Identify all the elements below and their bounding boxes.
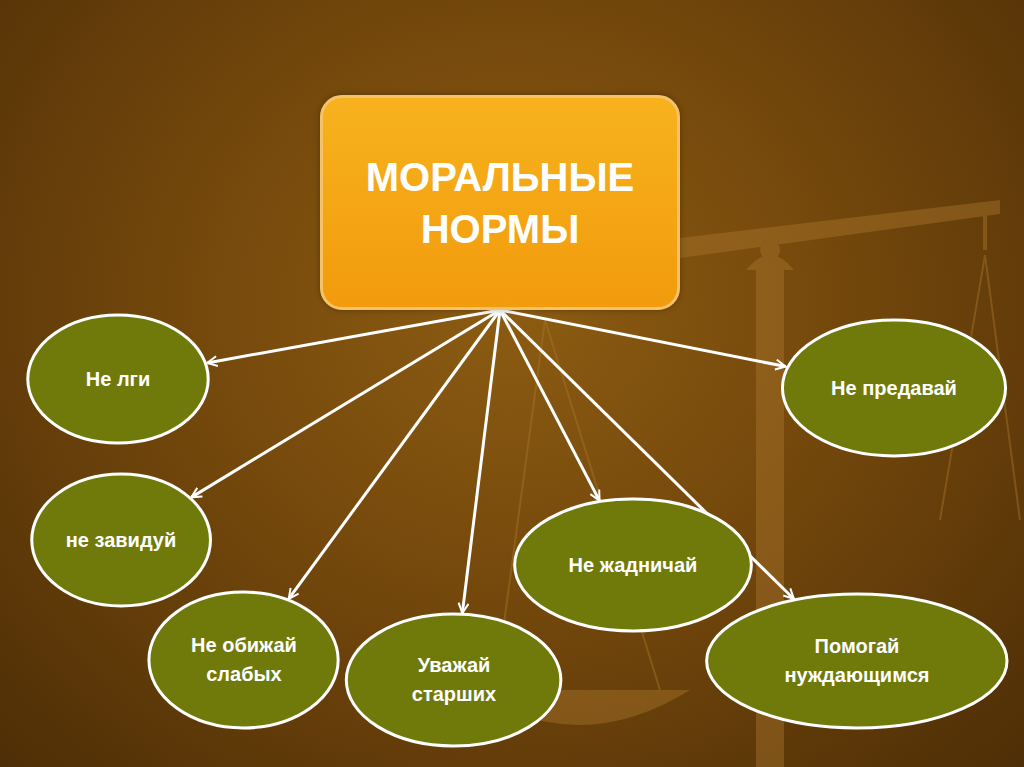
norm-text: не завидуй (66, 526, 177, 555)
norm-oval: Не предавай (779, 318, 1009, 458)
norm-text: Не обижай слабых (185, 631, 303, 689)
norm-oval: Не обижай слабых (146, 590, 341, 730)
norm-text: Уважай старших (386, 651, 522, 709)
title-text: МОРАЛЬНЫЕ НОРМЫ (340, 151, 660, 255)
arrow-connector (500, 310, 599, 501)
norm-oval: Не лги (25, 313, 211, 445)
norm-text: Не предавай (831, 374, 957, 403)
oval-shape (146, 590, 341, 730)
oval-shape (702, 592, 1012, 730)
norm-oval: Уважай старших (343, 612, 564, 748)
title-box: МОРАЛЬНЫЕ НОРМЫ (320, 95, 680, 310)
norm-text: Помогай нуждающимся (758, 632, 955, 690)
arrow-connector (191, 310, 500, 497)
norm-oval: Не жадничай (511, 497, 755, 633)
norm-text: Не жадничай (569, 551, 698, 580)
norm-text: Не лги (86, 365, 150, 394)
norm-oval: Помогай нуждающимся (702, 592, 1012, 730)
norm-oval: не завидуй (29, 472, 213, 608)
arrow-connector (500, 310, 786, 367)
arrow-connector (462, 310, 500, 613)
oval-shape (343, 612, 564, 748)
